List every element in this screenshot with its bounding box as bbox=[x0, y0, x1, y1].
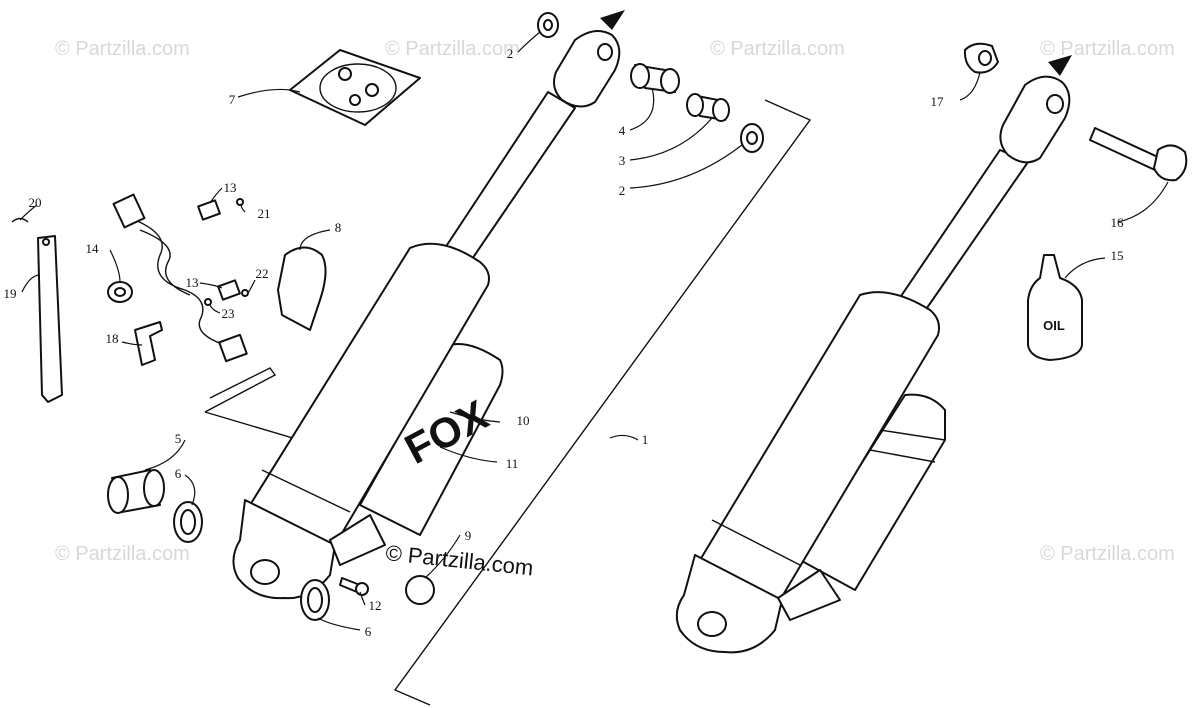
assembly-bracket bbox=[393, 99, 812, 706]
callout-13: 13 bbox=[186, 275, 199, 290]
callout-6: 6 bbox=[175, 466, 182, 481]
top-eyelet bbox=[553, 30, 621, 108]
shock-shaft bbox=[444, 91, 576, 263]
clip-part-21 bbox=[236, 198, 244, 206]
callout-9: 9 bbox=[465, 528, 472, 543]
shock-shaft bbox=[894, 149, 1029, 319]
strap-part-19 bbox=[37, 235, 63, 403]
watermark-text: © Partzilla.com bbox=[1040, 543, 1175, 565]
watermark-text: © Partzilla.com bbox=[55, 38, 190, 60]
callout-3: 3 bbox=[619, 153, 626, 168]
fitting-part-13 bbox=[197, 199, 221, 221]
oil-label: OIL bbox=[1043, 318, 1065, 333]
fitting-part-13 bbox=[217, 279, 241, 301]
callout-2: 2 bbox=[507, 46, 514, 61]
callout-12: 12 bbox=[369, 598, 382, 613]
callout-16: 16 bbox=[1111, 215, 1125, 230]
arrow-icon bbox=[1048, 55, 1072, 76]
connector-icon bbox=[112, 193, 146, 229]
clevis-hole bbox=[250, 559, 280, 585]
watermark-text: © Partzilla.com bbox=[1040, 38, 1175, 60]
callout-13: 13 bbox=[224, 180, 237, 195]
callout-labels: 1 2 2 3 4 5 6 6 7 8 9 10 11 12 13 13 14 … bbox=[4, 46, 1125, 639]
watermark-text: © Partzilla.com bbox=[55, 543, 190, 565]
clip-part-23 bbox=[204, 298, 212, 306]
sensor-cable bbox=[134, 219, 226, 346]
callout-4: 4 bbox=[619, 123, 626, 138]
sensor-bracket bbox=[204, 367, 277, 413]
callout-22: 22 bbox=[256, 266, 269, 281]
callout-23: 23 bbox=[222, 306, 235, 321]
callout-21: 21 bbox=[258, 206, 271, 221]
body-seam bbox=[711, 519, 801, 566]
callout-10: 10 bbox=[517, 413, 530, 428]
bolt-head bbox=[1153, 144, 1188, 182]
callout-11: 11 bbox=[506, 456, 519, 471]
clip-part-22 bbox=[241, 289, 249, 297]
arrow-icon bbox=[600, 10, 625, 30]
clevis-mount bbox=[777, 569, 841, 621]
reservoir-band bbox=[869, 449, 936, 463]
clamp-part-8 bbox=[277, 246, 327, 331]
bracket-part-18 bbox=[134, 321, 163, 366]
leader-lines bbox=[19, 31, 1169, 631]
reservoir bbox=[359, 343, 504, 536]
plug-part-9 bbox=[405, 575, 435, 605]
callout-8: 8 bbox=[335, 220, 342, 235]
callout-6: 6 bbox=[365, 624, 372, 639]
eyelet-hole bbox=[597, 43, 613, 61]
shock-absorber-right bbox=[675, 75, 1071, 654]
reservoir-band bbox=[879, 429, 946, 441]
callout-14: 14 bbox=[86, 241, 100, 256]
callout-1: 1 bbox=[642, 432, 649, 447]
watermark-text: © Partzilla.com bbox=[710, 38, 845, 60]
oil-bottle-part-15 bbox=[1027, 254, 1083, 361]
shock-absorber-left: FOX bbox=[232, 30, 621, 600]
bolt-part-16 bbox=[1089, 127, 1161, 171]
watermark-text: © Partzilla.com bbox=[385, 38, 520, 60]
callout-2: 2 bbox=[619, 183, 626, 198]
connector-icon bbox=[218, 333, 248, 363]
top-eyelet bbox=[999, 75, 1071, 164]
eyelet-hole bbox=[1046, 94, 1064, 114]
callout-18: 18 bbox=[106, 331, 119, 346]
pin-part-20 bbox=[11, 217, 29, 223]
clevis-mount bbox=[329, 514, 386, 566]
body-seam bbox=[261, 469, 351, 513]
callout-15: 15 bbox=[1111, 248, 1124, 263]
reservoir bbox=[799, 393, 946, 591]
callout-20: 20 bbox=[29, 195, 42, 210]
callout-7: 7 bbox=[229, 92, 236, 107]
callout-19: 19 bbox=[4, 286, 17, 301]
clevis-hole bbox=[697, 611, 727, 637]
callout-5: 5 bbox=[175, 431, 182, 446]
copyright-text: © Partzilla.com bbox=[384, 540, 534, 580]
seal-kit-part-7 bbox=[289, 49, 421, 126]
callout-17: 17 bbox=[931, 94, 945, 109]
